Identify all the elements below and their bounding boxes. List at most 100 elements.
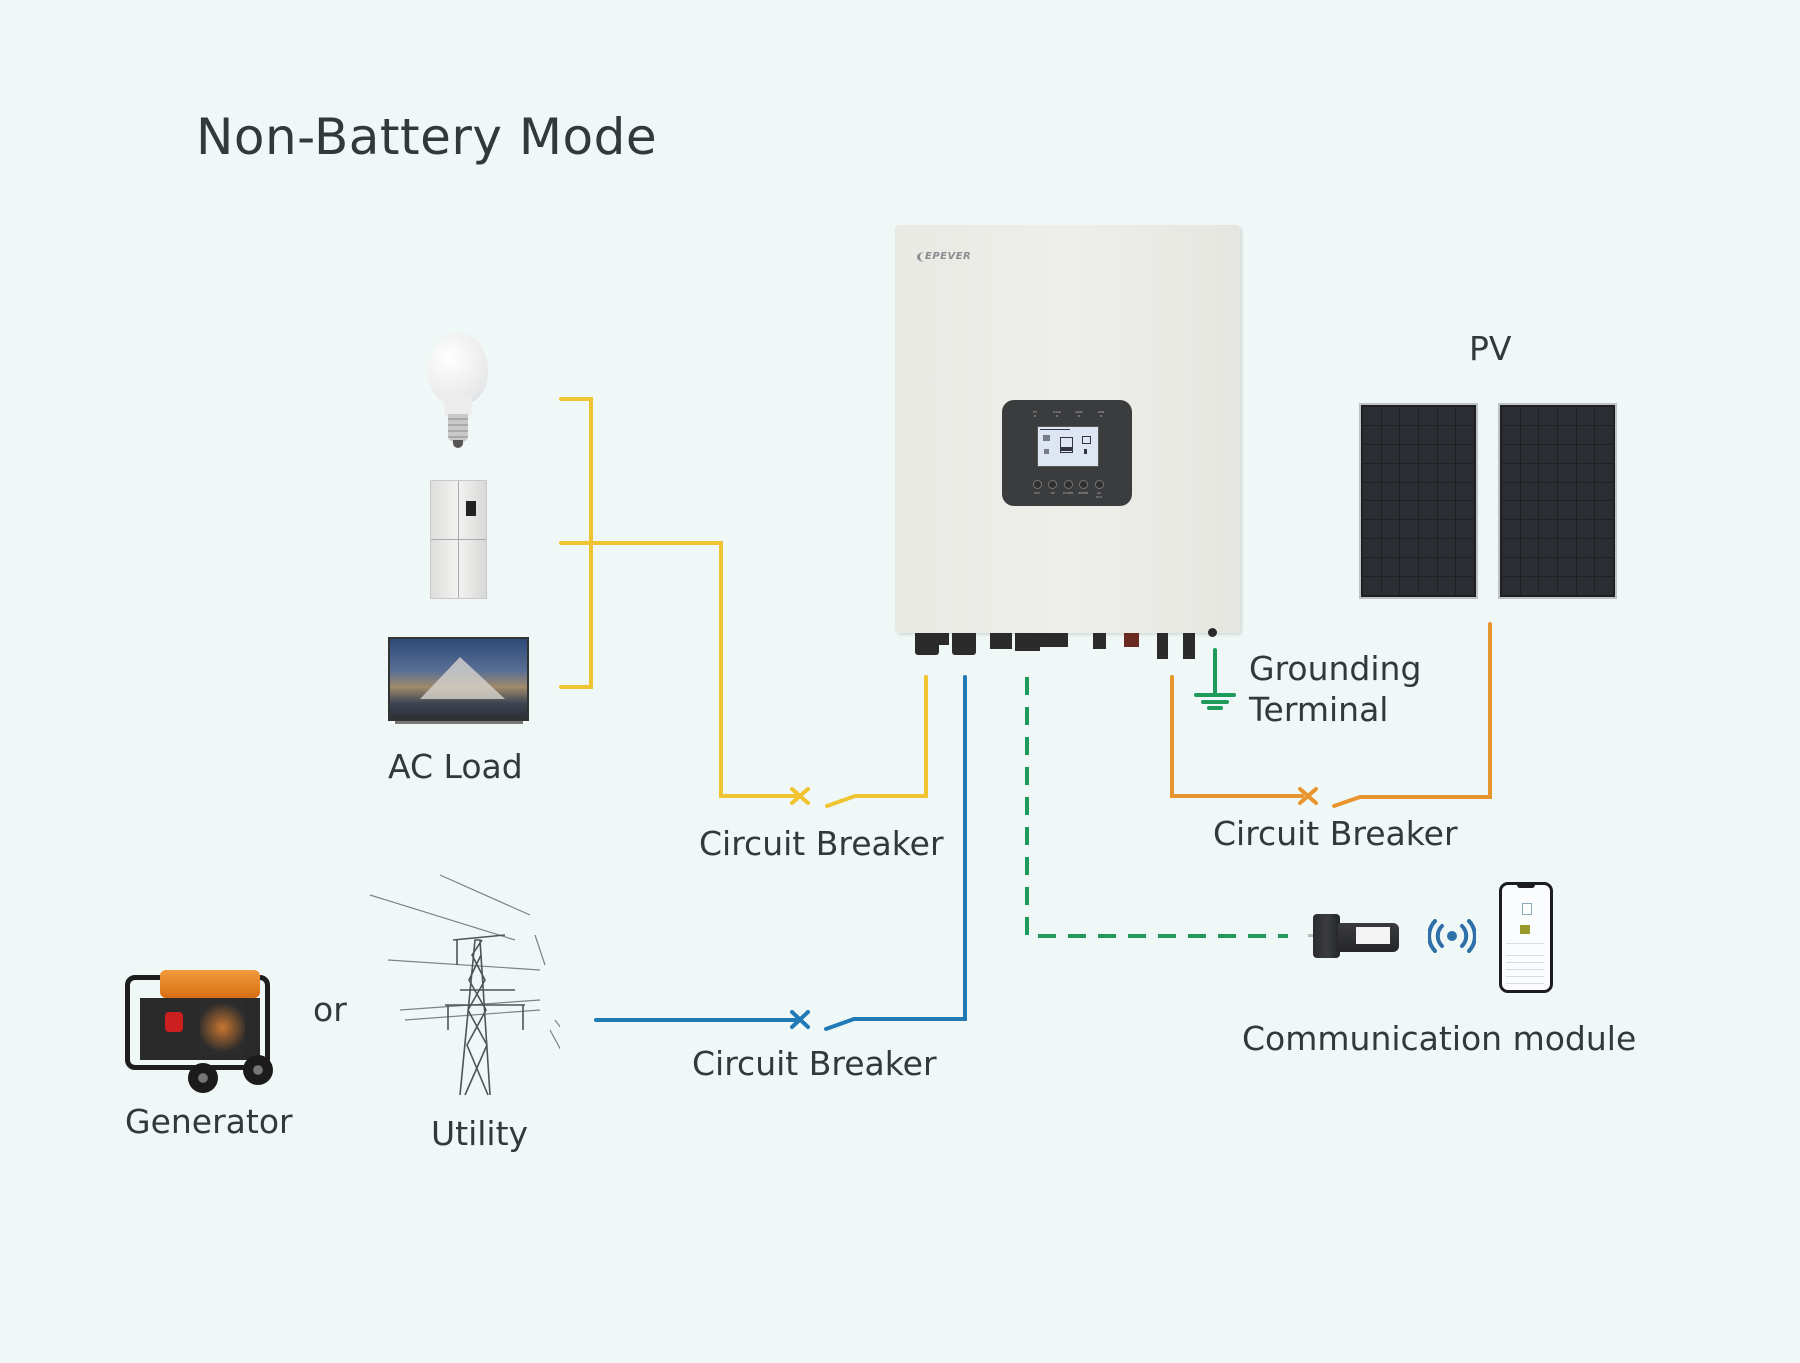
enter-button[interactable]: ENTER <box>1079 480 1089 499</box>
solar-cell <box>1418 444 1437 463</box>
solar-cell <box>1539 482 1557 501</box>
solar-cell <box>1418 407 1437 425</box>
solar-cell <box>1539 407 1557 425</box>
solar-cell <box>1456 577 1474 595</box>
solar-cell <box>1418 520 1437 539</box>
solar-cell <box>1456 425 1474 444</box>
smartphone-icon <box>1499 882 1553 993</box>
solar-cell <box>1418 577 1437 595</box>
circuit-breaker-label-grid: Circuit Breaker <box>692 1044 937 1083</box>
solar-cell <box>1456 482 1474 501</box>
utility-tower-icon <box>369 874 560 1096</box>
solar-cell <box>1363 577 1381 595</box>
solar-cell <box>1381 520 1400 539</box>
solar-cell <box>1595 425 1613 444</box>
solar-cell <box>1520 444 1539 463</box>
solar-cell <box>1400 425 1418 444</box>
solar-cell <box>1400 444 1418 463</box>
solar-cell <box>1557 539 1576 558</box>
solar-cell <box>1539 577 1557 595</box>
breaker-x-grid <box>790 1010 810 1029</box>
solar-cell <box>1595 539 1613 558</box>
solar-cell <box>1363 501 1381 520</box>
solar-cell <box>1576 558 1595 577</box>
solar-cell <box>1456 463 1474 482</box>
ground-symbol-icon <box>1194 648 1236 710</box>
breaker-x-ac-load <box>790 787 810 805</box>
solar-cell <box>1595 558 1613 577</box>
solar-cell <box>1381 558 1400 577</box>
solar-cell <box>1437 482 1456 501</box>
solar-cell <box>1502 520 1520 539</box>
solar-cell <box>1400 577 1418 595</box>
solar-cell <box>1557 463 1576 482</box>
esc-button[interactable]: ESC <box>1032 480 1042 499</box>
solar-cell <box>1520 558 1539 577</box>
solar-cell <box>1520 520 1539 539</box>
solar-cell <box>1418 463 1437 482</box>
grounding-label-line1: Grounding <box>1249 649 1422 688</box>
solar-cell <box>1595 463 1613 482</box>
solar-panel-icon <box>1359 403 1478 599</box>
solar-cell <box>1557 407 1576 425</box>
solar-cell <box>1381 444 1400 463</box>
ac-out-button[interactable]: AC OUT <box>1094 480 1104 499</box>
solar-cell <box>1576 463 1595 482</box>
generator-label: Generator <box>125 1102 293 1141</box>
solar-cell <box>1576 539 1595 558</box>
solar-cell <box>1576 444 1595 463</box>
breaker-x-pv <box>1298 787 1318 805</box>
solar-cell <box>1520 407 1539 425</box>
solar-cell <box>1363 539 1381 558</box>
solar-cell <box>1595 520 1613 539</box>
indicator-grid: GRID <box>1072 410 1086 417</box>
solar-cell <box>1381 425 1400 444</box>
indicator-run: RUN <box>1094 410 1108 417</box>
up-button[interactable]: UP <box>1048 480 1058 499</box>
solar-cell <box>1400 558 1418 577</box>
solar-cell <box>1539 501 1557 520</box>
solar-cell <box>1502 501 1520 520</box>
solar-cell <box>1418 425 1437 444</box>
solar-cell <box>1557 444 1576 463</box>
solar-cell <box>1520 539 1539 558</box>
solar-cell <box>1595 482 1613 501</box>
brand-logo: EPEVER <box>917 251 971 262</box>
solar-cell <box>1520 501 1539 520</box>
solar-cell <box>1557 482 1576 501</box>
solar-cell <box>1539 444 1557 463</box>
lcd-screen <box>1037 426 1099 467</box>
communication-module-label: Communication module <box>1242 1019 1637 1058</box>
circuit-breaker-label-ac-load: Circuit Breaker <box>699 824 944 863</box>
solar-cell <box>1381 482 1400 501</box>
solar-cell <box>1576 425 1595 444</box>
solar-cell <box>1400 482 1418 501</box>
solar-cell <box>1381 463 1400 482</box>
solar-cell <box>1437 501 1456 520</box>
television-icon <box>388 637 529 721</box>
solar-cell <box>1595 501 1613 520</box>
solar-cell <box>1400 520 1418 539</box>
solar-cell <box>1502 558 1520 577</box>
solar-cell <box>1437 539 1456 558</box>
solar-cell <box>1363 520 1381 539</box>
solar-cell <box>1456 558 1474 577</box>
solar-cell <box>1539 463 1557 482</box>
down-button[interactable]: DOWN <box>1063 480 1073 499</box>
solar-cell <box>1595 444 1613 463</box>
solar-cell <box>1381 407 1400 425</box>
solar-cell <box>1502 425 1520 444</box>
solar-cell <box>1557 425 1576 444</box>
solar-cell <box>1400 501 1418 520</box>
solar-cell <box>1381 539 1400 558</box>
solar-cell <box>1418 501 1437 520</box>
solar-cell <box>1502 539 1520 558</box>
solar-cell <box>1418 558 1437 577</box>
solar-cell <box>1363 463 1381 482</box>
solar-cell <box>1557 577 1576 595</box>
solar-cell <box>1437 407 1456 425</box>
solar-cell <box>1437 520 1456 539</box>
solar-cell <box>1437 558 1456 577</box>
communication-wire <box>1025 677 1288 938</box>
